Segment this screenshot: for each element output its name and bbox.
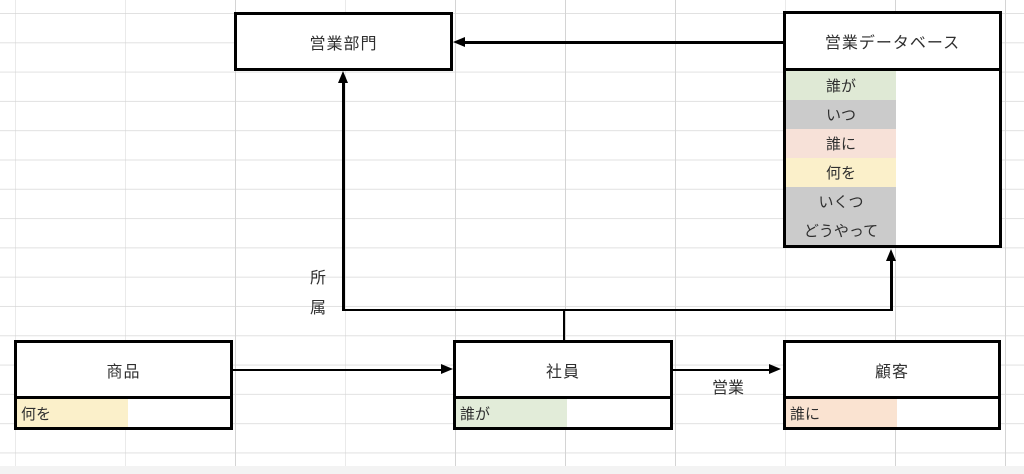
attribute-row[interactable]: 誰に [786,399,998,427]
db-attribute-cell: いつ [786,100,896,129]
entity-sales-dept[interactable]: 営業部門 [234,12,453,71]
arrowhead-left-icon [453,37,465,47]
arrowhead-right-icon [441,364,453,375]
db-attribute-cell: どうやって [786,216,896,245]
entity-title: 社員 [456,343,670,399]
entity-sales-database[interactable]: 営業データベース 誰が いつ 誰に 何を いくつ どうやって [783,11,1002,248]
entity-title: 商品 [17,343,230,399]
attribute-cell-customer: 誰に [786,399,897,427]
arrowhead-up-icon [886,249,896,261]
db-attribute-cell: 誰が [786,71,896,100]
connector-product-to-employee[interactable] [233,368,442,371]
connector-label-affiliation[interactable]: 所属 [309,270,326,317]
connector-label-sales[interactable]: 営業 [711,380,744,397]
partial-grid-row [0,466,1024,474]
entity-product[interactable]: 商品 何を [14,340,233,430]
attribute-cell-employee: 誰が [456,399,567,427]
db-attribute-row[interactable]: いつ [786,100,999,129]
entity-employee[interactable]: 社員 誰が [453,340,673,430]
attribute-cell-product: 何を [17,399,128,427]
db-attribute-row[interactable]: どうやって [786,216,999,245]
connector-db-to-sales-dept[interactable] [464,41,783,44]
db-attribute-cell: 何を [786,158,896,187]
db-attribute-cell: 誰に [786,129,896,158]
entity-title: 顧客 [786,343,998,399]
connector-employee-to-database[interactable] [890,259,893,311]
db-attribute-row[interactable]: 誰が [786,71,999,100]
db-attribute-row[interactable]: 誰に [786,129,999,158]
entity-customer[interactable]: 顧客 誰に [783,340,1001,430]
arrowhead-up-icon [338,71,348,83]
connector-employee-to-sales-dept[interactable] [342,81,345,311]
connector-employee-to-customer[interactable] [673,368,770,371]
attribute-row[interactable]: 誰が [456,399,670,427]
entity-title: 営業部門 [309,35,378,53]
arrowhead-right-icon [769,364,781,375]
connector-horizontal-branch[interactable] [342,308,892,311]
connector-employee-stub[interactable] [562,309,565,340]
db-attribute-cell: いくつ [786,187,896,216]
db-attribute-row[interactable]: 何を [786,158,999,187]
entity-title: 営業データベース [786,14,999,71]
db-attribute-row[interactable]: いくつ [786,187,999,216]
attribute-row[interactable]: 何を [17,399,230,427]
